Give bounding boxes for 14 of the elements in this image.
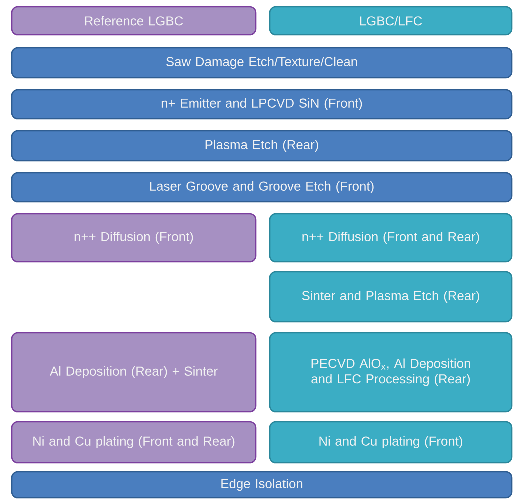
process-box: Al Deposition (Rear) + Sinter — [11, 332, 257, 413]
process-box: Reference LGBC — [11, 6, 257, 36]
process-box: n+ Emitter and LPCVD SiN (Front) — [11, 89, 513, 120]
process-box: Ni and Cu plating (Front) — [269, 421, 513, 464]
process-box: Laser Groove and Groove Etch (Front) — [11, 172, 513, 203]
process-box: Sinter and Plasma Etch (Rear) — [269, 271, 513, 323]
process-box: LGBC/LFC — [269, 6, 513, 36]
process-box: Saw Damage Etch/Texture/Clean — [11, 47, 513, 79]
process-box: Plasma Etch (Rear) — [11, 130, 513, 162]
process-box: n++ Diffusion (Front) — [11, 213, 257, 263]
process-box: Ni and Cu plating (Front and Rear) — [11, 421, 257, 464]
process-box: PECVD AlO$_{x}$, Al Deposition and LFC Processing (Rear) — [269, 332, 513, 413]
process-box: Edge Isolation — [11, 471, 513, 499]
process-box: n++ Diffusion (Front and Rear) — [269, 213, 513, 263]
